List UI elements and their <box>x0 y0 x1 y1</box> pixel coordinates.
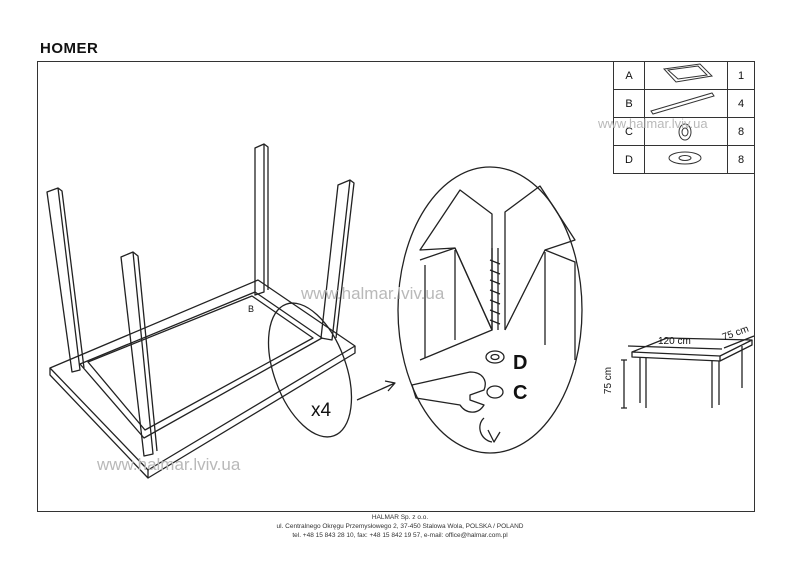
parts-row: A 1 <box>613 61 755 90</box>
part-letter: C <box>613 117 645 146</box>
detail-circle <box>397 166 583 454</box>
part-letter: D <box>613 145 645 174</box>
dimension-height: 75 cm <box>603 366 615 395</box>
part-qty: 1 <box>727 61 755 90</box>
part-label-d: D <box>513 352 528 374</box>
multiplier-label: x4 <box>311 400 332 421</box>
part-label-c: C <box>513 382 528 404</box>
apron-rails <box>79 291 323 439</box>
part-picture-cell <box>644 61 728 90</box>
part-picture-cell <box>644 89 728 118</box>
parts-row: C 8 <box>613 117 755 146</box>
part-picture-cell <box>644 145 728 174</box>
footer: HALMAR Sp. z o.o. ul. Centralnego Okręgu… <box>0 513 800 540</box>
document-title: HOMER <box>40 40 99 57</box>
parts-row: B 4 <box>613 89 755 118</box>
watermark-mid: www.halmar.lviv.ua <box>301 284 445 303</box>
part-letter: B <box>613 89 645 118</box>
part-qty: 8 <box>727 117 755 146</box>
detail-arrow <box>356 380 396 401</box>
part-letter: A <box>613 61 645 90</box>
parts-list-table: A 1 B 4 C 8 D 8 <box>613 61 755 174</box>
part-label-b: B <box>248 304 255 314</box>
watermark-table: www.halmar.lviv.ua <box>598 116 708 131</box>
footer-contact: tel. +48 15 843 28 10, fax: +48 15 842 1… <box>292 532 508 539</box>
footer-company: HALMAR Sp. z o.o. <box>371 514 429 521</box>
detail-callout-ellipse <box>267 302 353 438</box>
part-qty: 4 <box>727 89 755 118</box>
footer-address: ul. Centralnego Okręgu Przemysłowego 2, … <box>276 523 524 530</box>
leg-front-left <box>46 187 81 373</box>
watermark-bottom: www.halmar.lviv.ua <box>97 455 241 474</box>
leg-back-left <box>254 143 265 296</box>
dimension-length: 120 cm <box>658 336 691 347</box>
part-qty: 8 <box>727 145 755 174</box>
instruction-frame <box>37 61 755 512</box>
leg-back-right <box>320 179 351 341</box>
parts-row: D 8 <box>613 145 755 174</box>
leg-front-right <box>120 251 154 457</box>
